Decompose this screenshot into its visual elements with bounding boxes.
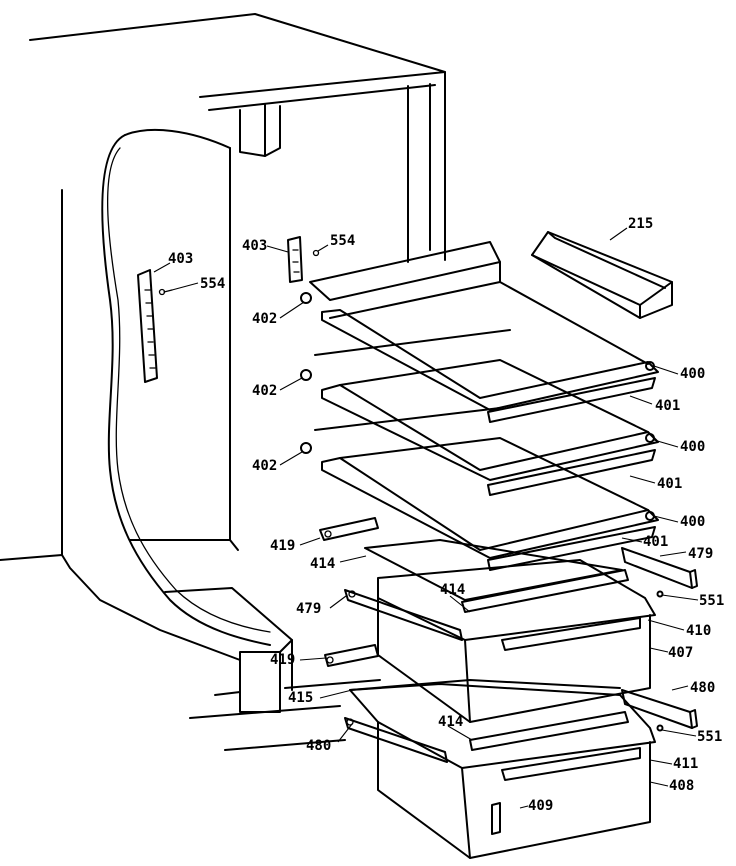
label-408: 408	[669, 778, 694, 794]
label-554-left: 554	[200, 276, 225, 292]
shelf-support-left	[137, 269, 173, 383]
glass-shelf-top	[300, 241, 659, 423]
crisper-cover-glass	[364, 539, 629, 613]
crisper-drawer-lower	[349, 683, 656, 859]
label-414-lower: 414	[438, 714, 463, 730]
slide-rail-480-left	[344, 717, 448, 763]
label-411: 411	[673, 756, 698, 772]
label-402-top: 402	[252, 311, 277, 327]
label-400-bottom: 400	[680, 514, 705, 530]
label-554-center: 554	[330, 233, 355, 249]
label-419-lower: 419	[270, 652, 295, 668]
label-480-left: 480	[306, 738, 331, 754]
glass-shelf-bottom	[300, 407, 659, 571]
label-479-right: 479	[688, 546, 713, 562]
label-400-middle: 400	[680, 439, 705, 455]
label-551-upper: 551	[699, 593, 724, 609]
label-402-middle: 402	[252, 383, 277, 399]
label-414-upper: 414	[440, 582, 465, 598]
label-409: 409	[528, 798, 553, 814]
label-480-right: 480	[690, 680, 715, 696]
label-401-middle: 401	[657, 476, 682, 492]
screw-551-lower	[656, 724, 664, 732]
label-403-center: 403	[242, 238, 267, 254]
slide-rail-419-upper	[319, 517, 379, 541]
cabinet-body	[0, 13, 446, 751]
door-bin	[531, 231, 673, 319]
label-400-top: 400	[680, 366, 705, 382]
slide-rail-479-right	[621, 547, 698, 589]
crisper-drawer-upper	[377, 559, 656, 723]
shelf-support-center	[287, 236, 320, 283]
label-415: 415	[288, 690, 313, 706]
screw-551-upper	[656, 590, 664, 598]
crisper-pan-415	[349, 679, 621, 691]
label-401-bottom: 401	[643, 534, 668, 550]
label-402-bottom: 402	[252, 458, 277, 474]
label-479-left: 479	[296, 601, 321, 617]
label-410: 410	[686, 623, 711, 639]
slide-rail-479-left	[344, 589, 463, 641]
leader-lines	[153, 227, 699, 809]
glass-shelf-middle	[300, 329, 659, 496]
label-403-left: 403	[168, 251, 193, 267]
label-414-left: 414	[310, 556, 335, 572]
label-407: 407	[668, 645, 693, 661]
label-419-upper: 419	[270, 538, 295, 554]
part-labels: 215 403 554 403 554 402 402 402 400 401 …	[168, 216, 724, 814]
label-551-lower: 551	[697, 729, 722, 745]
label-401-top: 401	[655, 398, 680, 414]
slide-rail-419-lower	[324, 644, 379, 667]
label-215: 215	[628, 216, 653, 232]
